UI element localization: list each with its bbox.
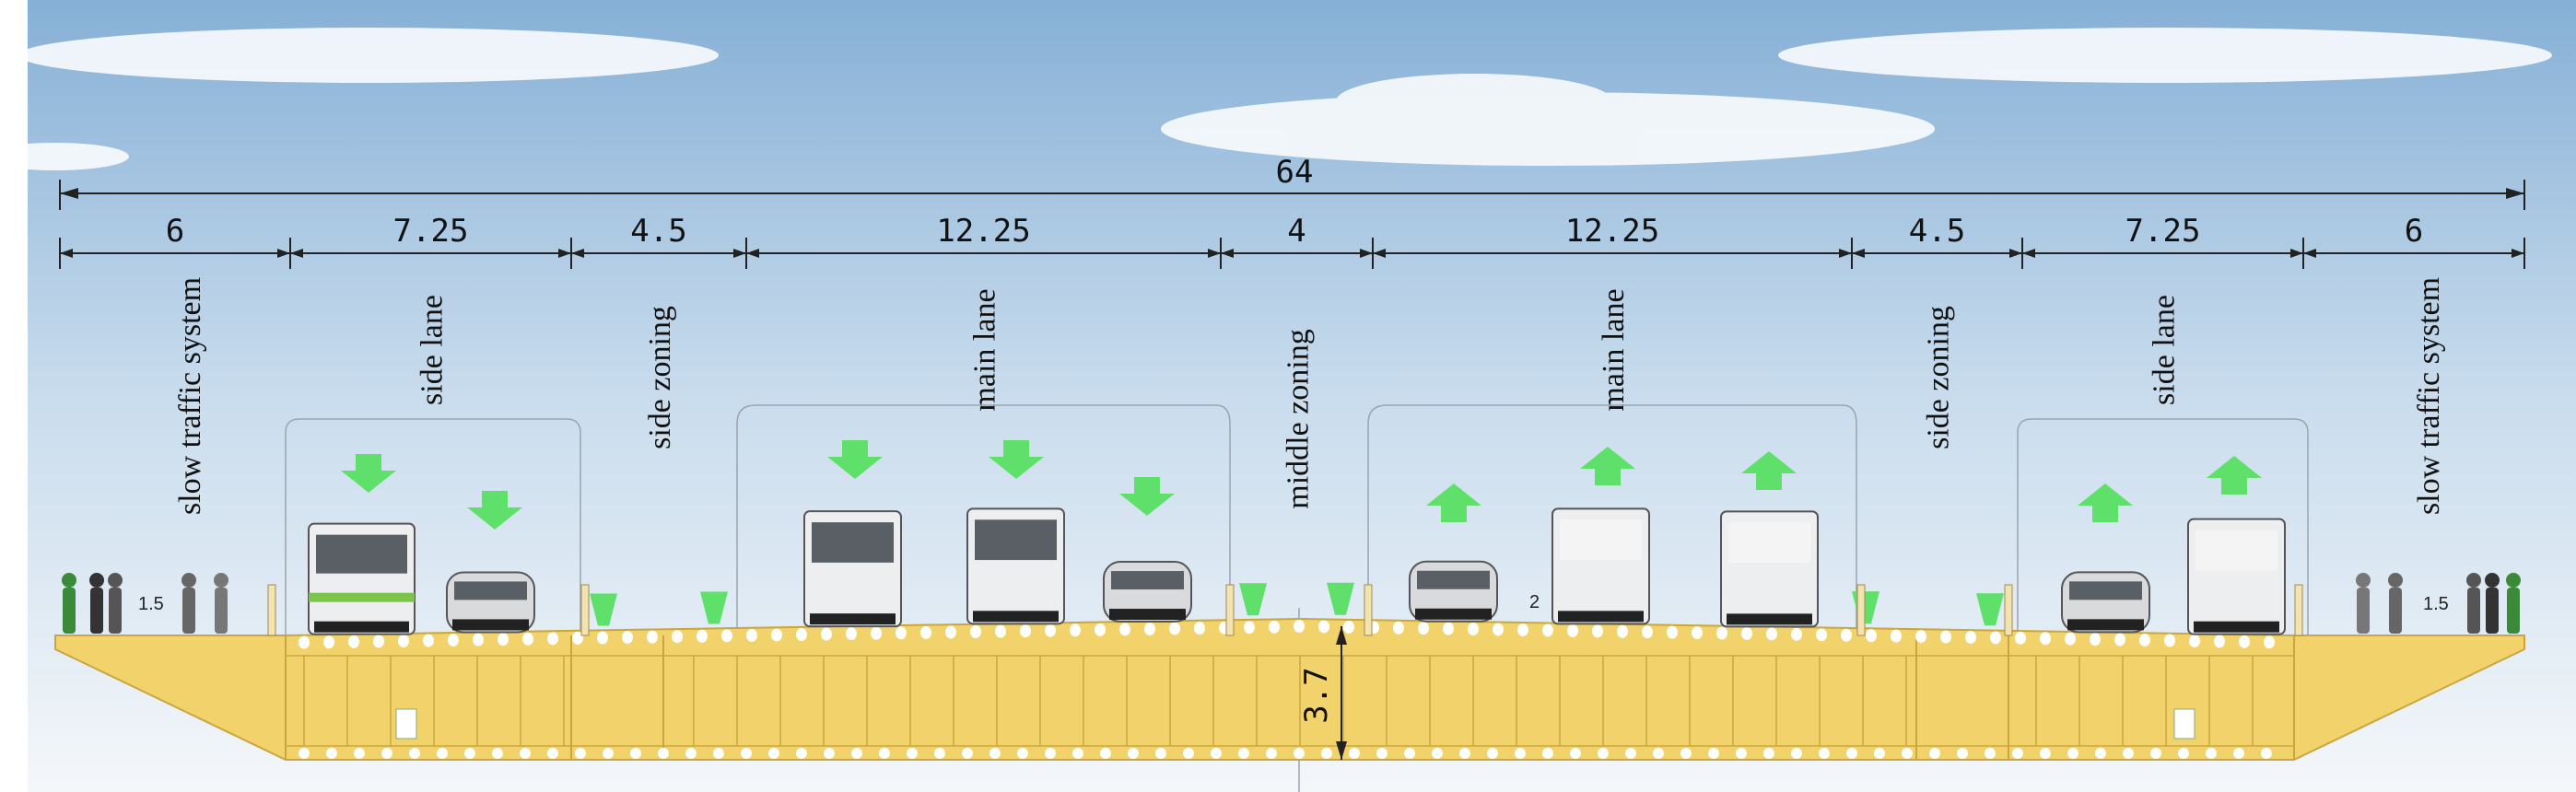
clouds xyxy=(0,28,2552,170)
car-icon xyxy=(1409,560,1498,623)
truck-icon xyxy=(803,510,902,628)
railing-post xyxy=(2294,584,2303,636)
arrow-down-icon xyxy=(989,440,1044,479)
railing-post xyxy=(2004,584,2013,636)
segment-width-label: 7.25 xyxy=(2125,213,2201,250)
person-icon xyxy=(2357,588,2370,634)
truck-icon xyxy=(2187,518,2286,635)
segment-width-label: 12.25 xyxy=(936,213,1030,250)
segment-name-label: side lane xyxy=(416,295,450,405)
truck-icon xyxy=(966,507,1065,625)
slope-label-left: 1.5 xyxy=(138,594,164,614)
bridge-deck xyxy=(54,617,2525,761)
arrow-up-icon xyxy=(1580,447,1635,485)
segment-name-label: main lane xyxy=(1597,288,1631,411)
railing-post xyxy=(1364,584,1373,636)
planter-icon xyxy=(1239,583,1267,616)
arrow-down-icon xyxy=(1119,477,1175,516)
segment-width-label: 4 xyxy=(1287,213,1306,250)
segment-width-label: 4.5 xyxy=(630,213,686,250)
arrow-down-icon xyxy=(341,454,396,493)
truck-icon xyxy=(1551,507,1650,625)
person-icon xyxy=(2507,588,2520,634)
planter-icon xyxy=(1976,593,2004,626)
slope-label-main: 2 xyxy=(1529,592,1540,612)
person-icon xyxy=(182,588,195,634)
car-icon xyxy=(1103,561,1192,623)
planter-icon xyxy=(1327,582,1354,615)
arrow-down-icon xyxy=(827,440,883,479)
bus-icon xyxy=(308,522,416,635)
railing-post xyxy=(580,584,590,636)
segment-name-label: main lane xyxy=(968,288,1002,411)
person-icon xyxy=(215,588,228,634)
segment-width-label: 7.25 xyxy=(393,213,469,250)
manhole xyxy=(395,708,417,740)
arrow-up-icon xyxy=(1426,483,1481,522)
person-icon xyxy=(2389,588,2402,634)
pedestrians-cyclists xyxy=(62,573,2521,634)
direction-arrows xyxy=(341,440,2262,530)
segment-name-label: middle zoning xyxy=(1282,329,1316,508)
vehicles xyxy=(308,507,2286,635)
segment-name-label: side zoning xyxy=(643,306,677,449)
deck-height-dimension: 3.7 xyxy=(1298,626,1347,760)
segment-name-label: side zoning xyxy=(1922,306,1956,449)
person-icon xyxy=(2486,588,2499,634)
slope-labels: 1.5 1.5 2 xyxy=(138,592,2449,614)
arrow-up-icon xyxy=(2078,483,2133,522)
segment-labels: slow traffic system side lane side zoning m… xyxy=(173,277,2446,515)
segment-name-label: slow traffic system xyxy=(173,277,207,515)
total-width-dimension: 64 xyxy=(59,154,2525,210)
railing-post xyxy=(267,584,276,636)
segment-width-label: 6 xyxy=(2405,213,2423,250)
deck-height-label: 3.7 xyxy=(1298,667,1335,723)
planter-icon xyxy=(700,591,728,624)
person-icon xyxy=(63,588,76,634)
segment-width-label: 6 xyxy=(166,213,184,250)
car-icon xyxy=(446,571,535,634)
planter-icon xyxy=(590,593,617,626)
railing-post xyxy=(1225,584,1235,636)
segment-width-label: 12.25 xyxy=(1565,213,1659,250)
manhole xyxy=(2173,708,2195,740)
arrow-down-icon xyxy=(467,491,522,530)
segment-width-label: 4.5 xyxy=(1909,213,1965,250)
segment-name-label: side lane xyxy=(2148,295,2182,405)
total-width-label: 64 xyxy=(1276,154,1314,191)
segment-dimensions: 6 7.25 4.5 12.25 4 12.25 4.5 7.25 6 xyxy=(59,213,2525,269)
arrow-up-icon xyxy=(2207,456,2262,495)
railing-post xyxy=(1856,584,1866,636)
person-icon xyxy=(90,588,103,634)
slope-label-right: 1.5 xyxy=(2423,594,2449,614)
median-planters xyxy=(267,582,2303,636)
truck-icon xyxy=(1720,510,1819,628)
segment-name-label: slow traffic system xyxy=(2412,277,2446,515)
person-icon xyxy=(109,588,122,634)
arrow-up-icon xyxy=(1741,451,1797,490)
car-icon xyxy=(2061,571,2150,634)
person-icon xyxy=(2467,588,2480,634)
